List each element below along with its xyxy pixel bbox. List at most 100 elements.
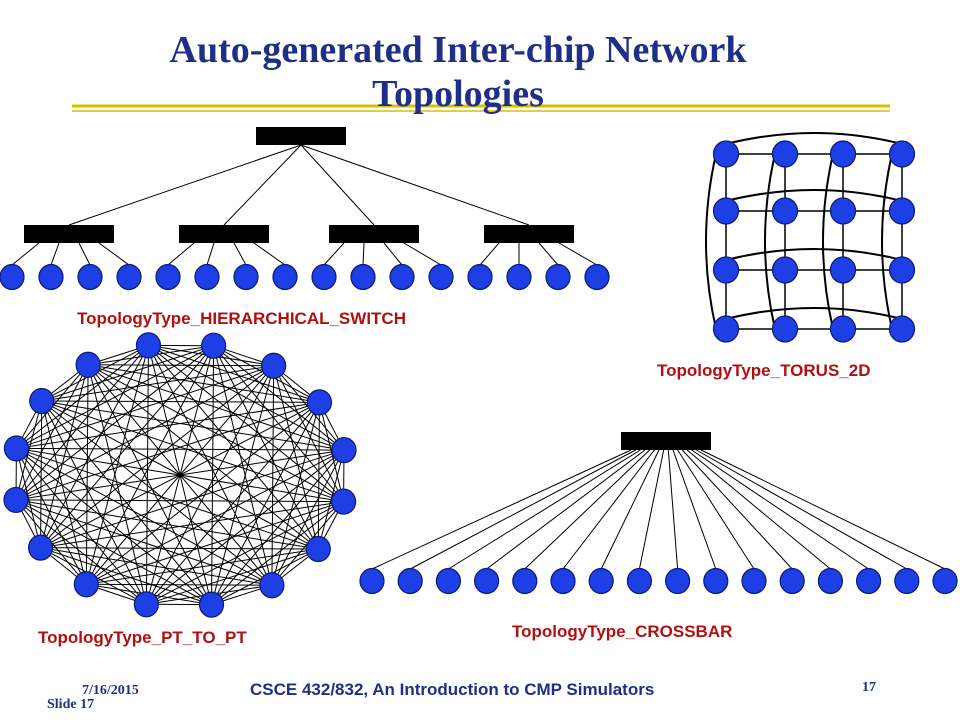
hier-switch-3 — [329, 225, 419, 243]
p2p-node-6 — [330, 488, 357, 515]
hier-root-link-4 — [300, 144, 530, 226]
hier-node-10 — [350, 263, 376, 291]
p2p-link-74 — [41, 400, 344, 503]
footer-date: 7/16/2015 — [82, 683, 139, 698]
p2p-link-80 — [40, 547, 319, 550]
label-pt-to-pt: TopologyType_PT_TO_PT — [38, 628, 247, 647]
p2p-link-104 — [41, 400, 147, 605]
p2p-link-36 — [145, 365, 275, 605]
p2p-node-2 — [201, 332, 227, 359]
footer-page-number: 17 — [862, 680, 876, 695]
hier-leaf-link-6 — [206, 242, 215, 266]
hier-node-15 — [545, 263, 571, 291]
hier-node-8 — [272, 263, 298, 291]
torus-wrap-col-2 — [764, 153, 776, 330]
p2p-node-12 — [27, 534, 54, 561]
p2p-link-57 — [271, 449, 345, 586]
p2p-link-113 — [40, 400, 43, 548]
p2p-link-40 — [16, 365, 274, 449]
crossbar-node-2 — [397, 567, 423, 595]
torus-node-7 — [829, 197, 857, 225]
hier-node-6 — [194, 263, 220, 291]
crossbar-node-6 — [550, 567, 576, 595]
torus-node-13 — [712, 315, 740, 343]
p2p-link-87 — [86, 583, 272, 586]
crossbar-node-4 — [474, 567, 500, 595]
label-crossbar: TopologyType_CROSSBAR — [512, 622, 733, 641]
hier-leaf-link-3 — [78, 242, 91, 266]
label-torus-2d: TopologyType_TORUS_2D — [657, 361, 871, 380]
hier-node-12 — [428, 263, 454, 291]
hier-leaf-link-12 — [403, 242, 442, 266]
crossbar-switch — [621, 432, 711, 450]
crossbar-node-12 — [779, 567, 805, 595]
p2p-link-34 — [271, 365, 275, 586]
torus-wrap-row-4 — [725, 307, 903, 320]
crossbar-node-16 — [932, 567, 958, 595]
p2p-link-110 — [85, 364, 89, 585]
hier-node-3 — [77, 263, 103, 291]
p2p-link-53 — [41, 400, 320, 403]
p2p-link-63 — [16, 447, 344, 451]
torus-wrap-row-2 — [725, 189, 903, 202]
crossbar-link-2 — [409, 449, 636, 570]
crossbar-node-9 — [664, 567, 691, 595]
torus-wrap-row-1 — [725, 132, 903, 145]
p2p-link-52 — [16, 401, 320, 449]
hier-leaf-link-1 — [11, 242, 40, 266]
crossbar-link-15 — [696, 449, 908, 570]
p2p-link-54 — [88, 364, 320, 403]
crossbar-link-1 — [371, 449, 632, 570]
hier-leaf-link-15 — [538, 242, 559, 266]
slide-title-line-1: Auto-generated Inter-chip Network — [169, 29, 747, 71]
crossbar-link-7 — [600, 449, 660, 570]
torus-wrap-col-4 — [881, 153, 893, 330]
crossbar-node-1 — [359, 567, 385, 595]
p2p-link-105 — [87, 364, 147, 605]
hier-leaf-link-9 — [323, 242, 345, 266]
hier-node-1 — [0, 263, 25, 291]
crossbar-node-14 — [855, 567, 882, 595]
p2p-link-70 — [86, 501, 344, 585]
hier-root-link-3 — [300, 144, 375, 226]
hier-node-2 — [38, 263, 64, 291]
hier-node-11 — [389, 263, 415, 291]
footer-course-title: CSCE 432/832, An Introduction to CMP Sim… — [250, 680, 655, 699]
torus-node-3 — [829, 140, 857, 168]
p2p-link-91 — [41, 400, 273, 586]
p2p-link-28 — [41, 345, 214, 402]
torus-wrap-col-1 — [705, 153, 717, 330]
crossbar-link-13 — [686, 449, 831, 570]
crossbar-link-3 — [448, 449, 641, 570]
hier-node-14 — [506, 263, 532, 291]
p2p-node-11 — [73, 571, 99, 598]
crossbar-link-14 — [691, 449, 869, 570]
p2p-node-9 — [198, 591, 225, 618]
torus-node-11 — [829, 256, 857, 284]
p2p-link-78 — [146, 548, 319, 605]
crossbar-node-7 — [588, 567, 614, 595]
torus-node-2 — [771, 140, 799, 168]
torus-wrap-col-3 — [822, 153, 834, 330]
hier-node-16 — [584, 263, 610, 291]
crossbar-link-10 — [672, 449, 717, 570]
hier-switch-1 — [24, 225, 114, 243]
p2p-link-64 — [41, 400, 345, 451]
hier-leaf-link-11 — [383, 242, 403, 266]
p2p-link-95 — [40, 547, 212, 606]
hier-root-link-1 — [68, 144, 302, 226]
hier-leaf-link-8 — [253, 242, 286, 266]
p2p-link-42 — [88, 364, 274, 367]
p2p-link-102 — [15, 499, 147, 605]
p2p-link-109 — [41, 400, 87, 585]
crossbar-link-8 — [638, 449, 665, 570]
p2p-link-68 — [211, 501, 344, 606]
p2p-link-38 — [40, 365, 274, 549]
p2p-link-3 — [148, 344, 320, 403]
crossbar-link-5 — [524, 449, 651, 570]
p2p-link-117 — [15, 364, 89, 501]
p2p-link-114 — [40, 364, 89, 548]
crossbar-node-8 — [626, 567, 653, 595]
hier-node-13 — [467, 263, 493, 291]
torus-node-16 — [888, 315, 916, 343]
